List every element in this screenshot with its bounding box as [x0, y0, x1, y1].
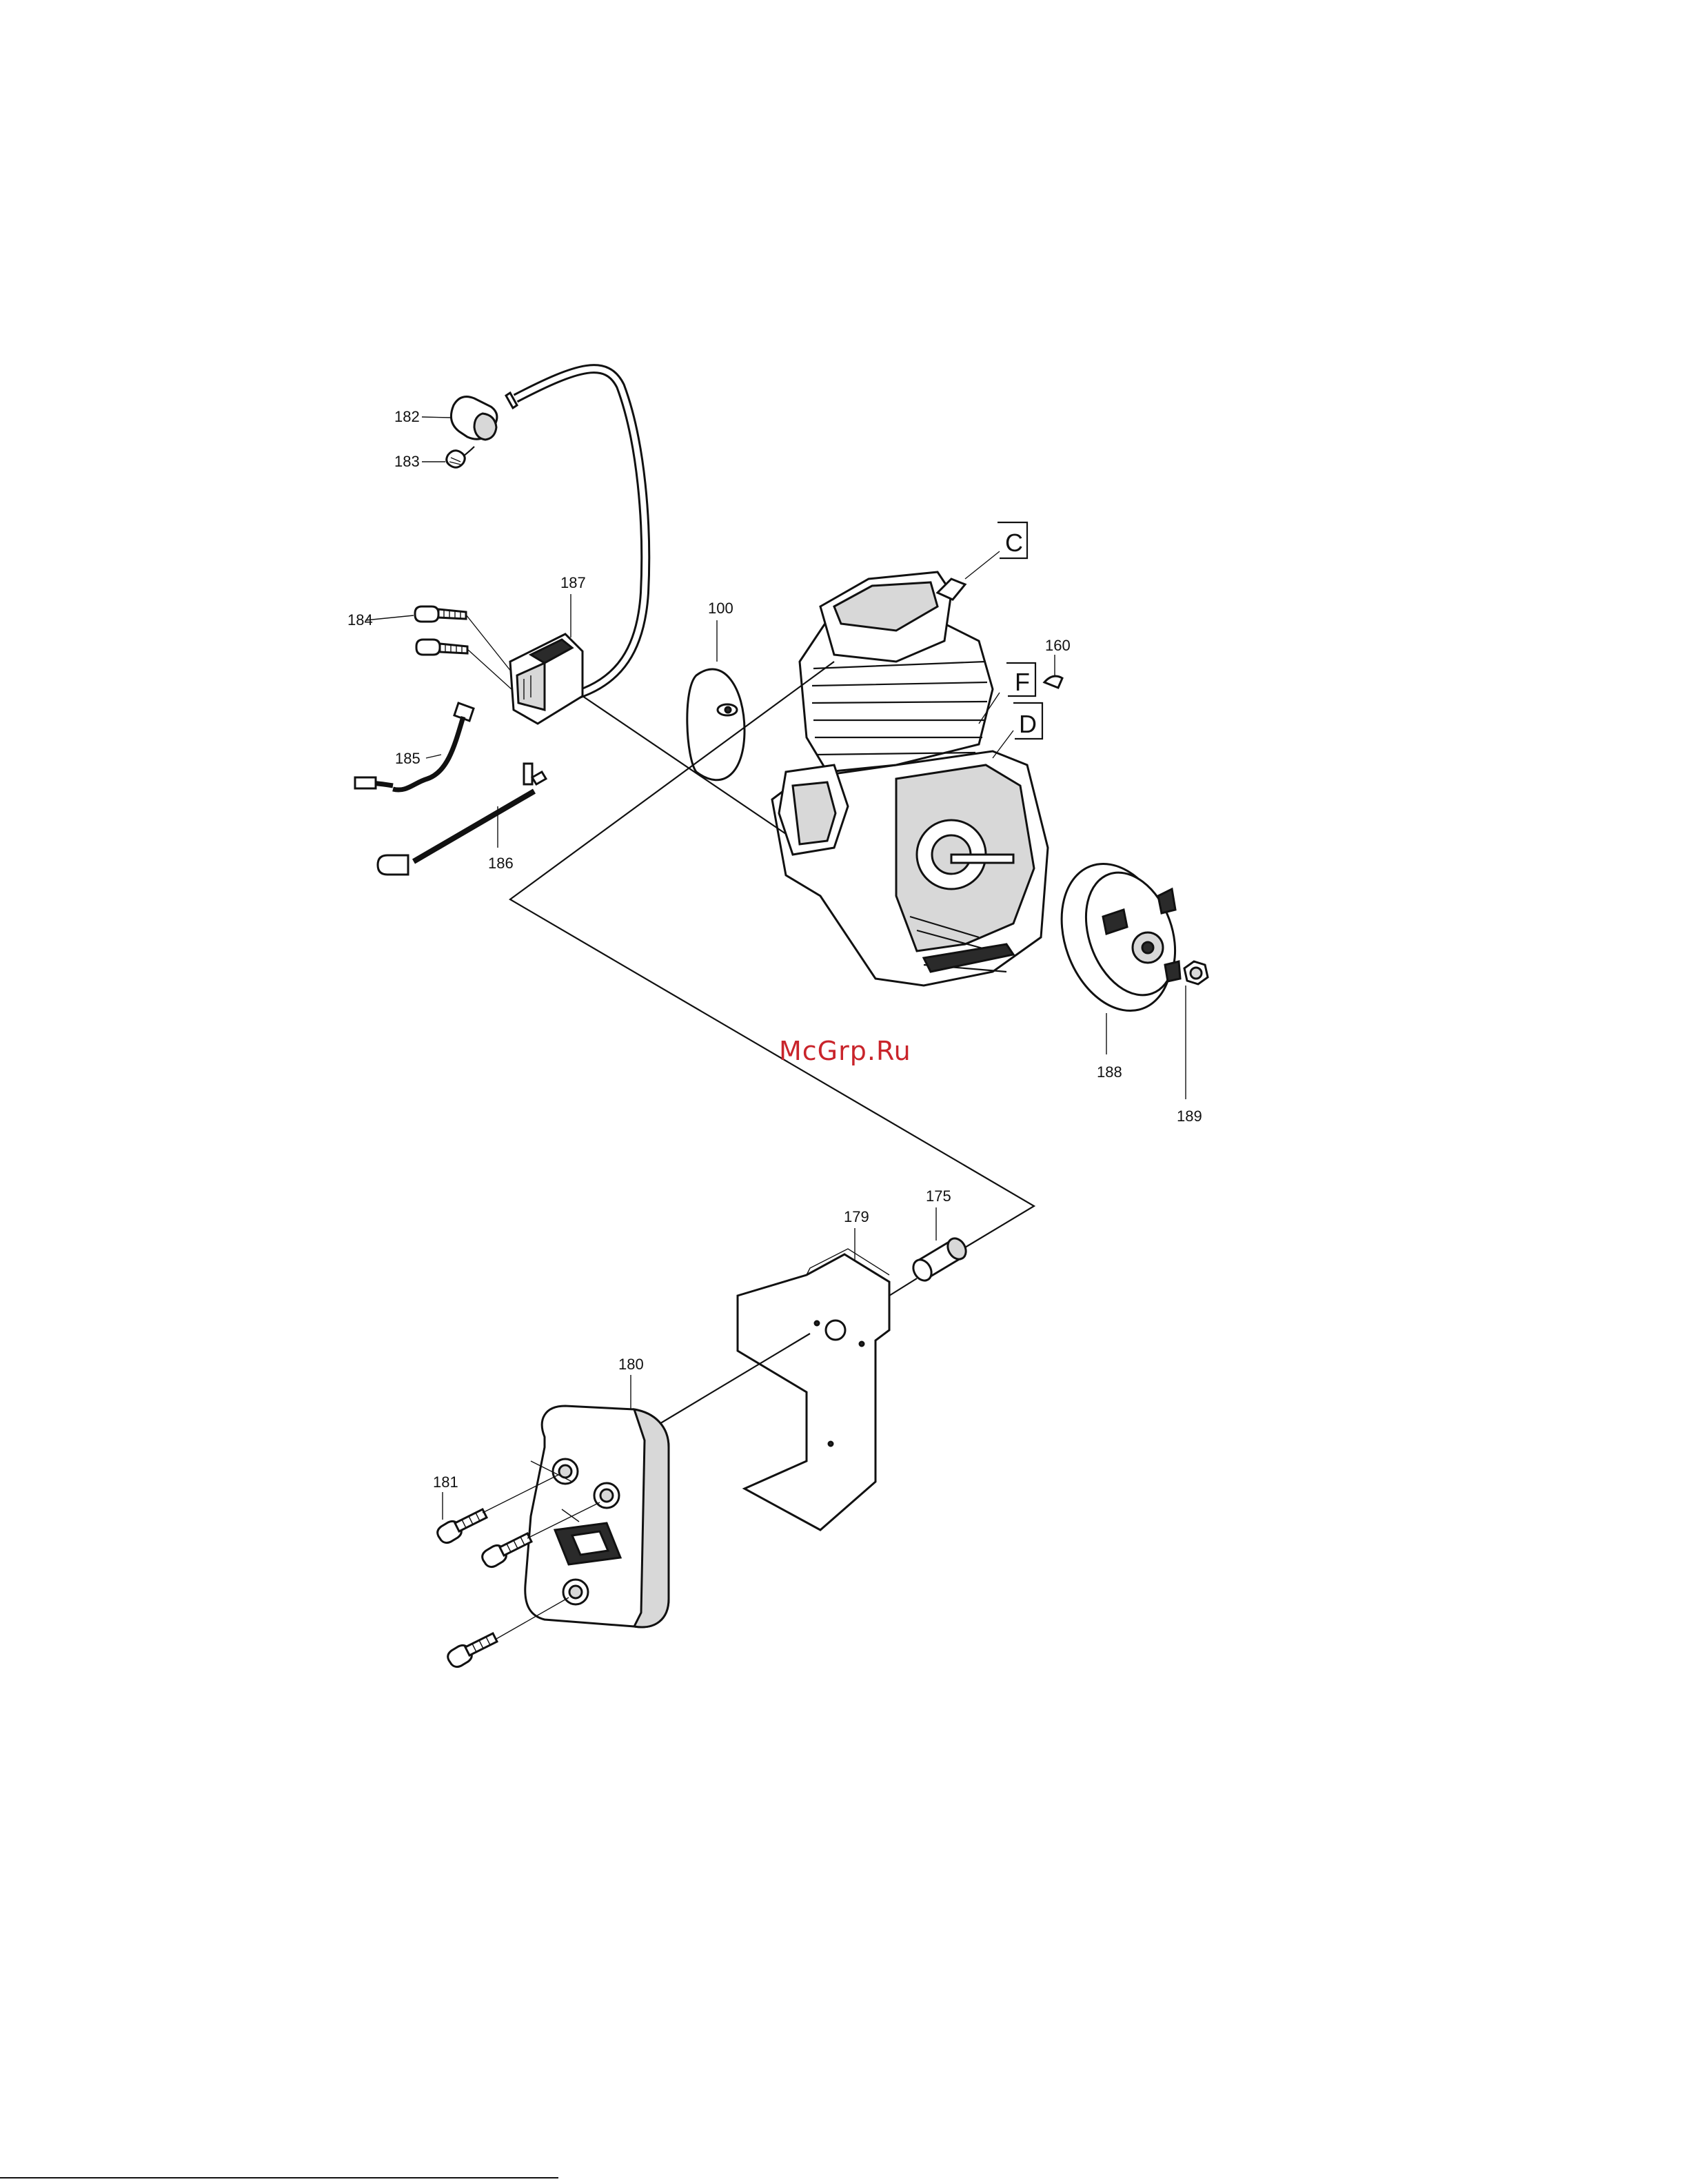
svg-text:D: D: [1019, 710, 1037, 738]
label-182: 182: [394, 408, 420, 425]
ground-wire-185: [355, 703, 474, 790]
leader-C: [965, 551, 1000, 579]
label-185: 185: [395, 750, 421, 767]
assembly-line-top: [583, 696, 786, 834]
label-160: 160: [1045, 637, 1071, 654]
engine-block: [772, 572, 1048, 986]
leader-185: [426, 755, 441, 758]
svg-text:F: F: [1015, 668, 1030, 696]
key-160: [1044, 676, 1062, 688]
spark-plug-cap-182: [451, 397, 496, 440]
heat-shield-179: [738, 1249, 889, 1530]
label-183: 183: [394, 453, 420, 470]
label-175: 175: [926, 1187, 951, 1205]
ignition-cable: [516, 369, 645, 696]
bolt-181-a: [438, 1509, 487, 1543]
label-179: 179: [844, 1208, 869, 1225]
flywheel-188: [1042, 848, 1191, 1026]
leader-D: [993, 731, 1013, 758]
bolt-181-c: [448, 1633, 497, 1667]
bolt-181-b: [483, 1533, 531, 1567]
ignition-coil-187: [510, 634, 583, 724]
spacer-175: [910, 1235, 970, 1284]
reference-box-c: C: [998, 522, 1027, 558]
reference-box-f: F: [1006, 663, 1035, 696]
leader-182: [422, 417, 452, 418]
stop-wire-186: [378, 764, 546, 875]
label-100: 100: [708, 600, 733, 617]
svg-text:C: C: [1005, 529, 1023, 557]
label-187: 187: [560, 574, 586, 591]
screw-184: [415, 606, 466, 622]
watermark: McGrp.Ru: [779, 1036, 911, 1066]
assembly-line-shield: [889, 1278, 917, 1296]
label-184: 184: [347, 611, 373, 629]
muffler-180: [525, 1406, 669, 1627]
label-180: 180: [618, 1356, 644, 1373]
label-188: 188: [1097, 1063, 1122, 1081]
screw-184b: [416, 640, 467, 655]
spring-183: [447, 447, 474, 467]
nut-189: [1184, 961, 1208, 984]
reference-box-d: D: [1013, 703, 1042, 739]
label-186: 186: [488, 855, 514, 872]
label-189: 189: [1177, 1108, 1202, 1125]
label-181: 181: [433, 1473, 458, 1491]
